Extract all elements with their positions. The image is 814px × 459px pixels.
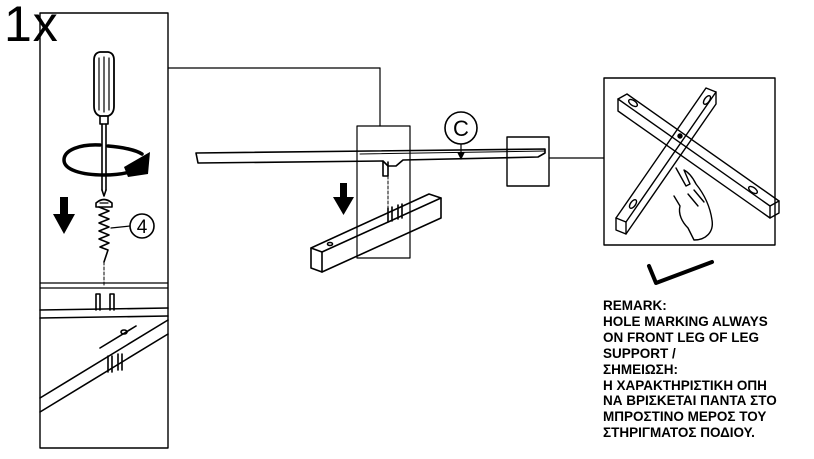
remark-line: ΣΗΜΕΙΩΣΗ: [603, 361, 679, 377]
screwdriver-icon [93, 51, 115, 197]
zoom-frame-end [506, 136, 550, 187]
zoom-frame-center [356, 125, 411, 259]
tabletop-board [195, 148, 546, 167]
beam-zoom-detail [39, 293, 169, 413]
remark-note: REMARK: HOLE MARKING ALWAYS ON FRONT LEG… [603, 298, 813, 441]
pointer-arrow-icon [457, 143, 465, 160]
leg-support-beam [310, 175, 442, 273]
remark-line: Η ΧΑΡΑΚΤΗΡΙΣΤΙΚΗ ΟΠΗ [603, 377, 767, 393]
remark-line: ΜΠΡΟΣΤΙΝΟ ΜΕΡΟΣ ΤΟΥ [603, 409, 767, 425]
crossed-legs-detail [615, 87, 780, 235]
remark-line: ON FRONT LEG OF LEG [603, 329, 759, 345]
remark-line: REMARK: [603, 298, 667, 313]
down-arrow-icon [333, 183, 354, 215]
remark-line: ΝΑ ΒΡΙΣΚΕΤΑΙ ΠΑΝΤΑ ΣΤΟ [603, 393, 777, 409]
rotation-arrow-icon [62, 143, 150, 177]
check-mark-icon [647, 260, 714, 285]
quantity-label: 1x [4, 0, 59, 52]
part-number-label: 4 [137, 217, 148, 238]
down-arrow-icon [53, 197, 75, 234]
remark-line: HOLE MARKING ALWAYS [603, 313, 768, 329]
detail-panel-left [39, 12, 381, 449]
detail-panel-right [603, 77, 776, 246]
screw-icon [95, 198, 113, 286]
step-label: C [453, 116, 469, 141]
pointing-hand-icon [673, 167, 713, 241]
connector-peg [382, 160, 389, 177]
remark-line: SUPPORT / [603, 345, 676, 361]
remark-line: ΣΤΗΡΙΓΜΑΤΟΣ ΠΟΔΙΟΥ. [603, 425, 755, 441]
